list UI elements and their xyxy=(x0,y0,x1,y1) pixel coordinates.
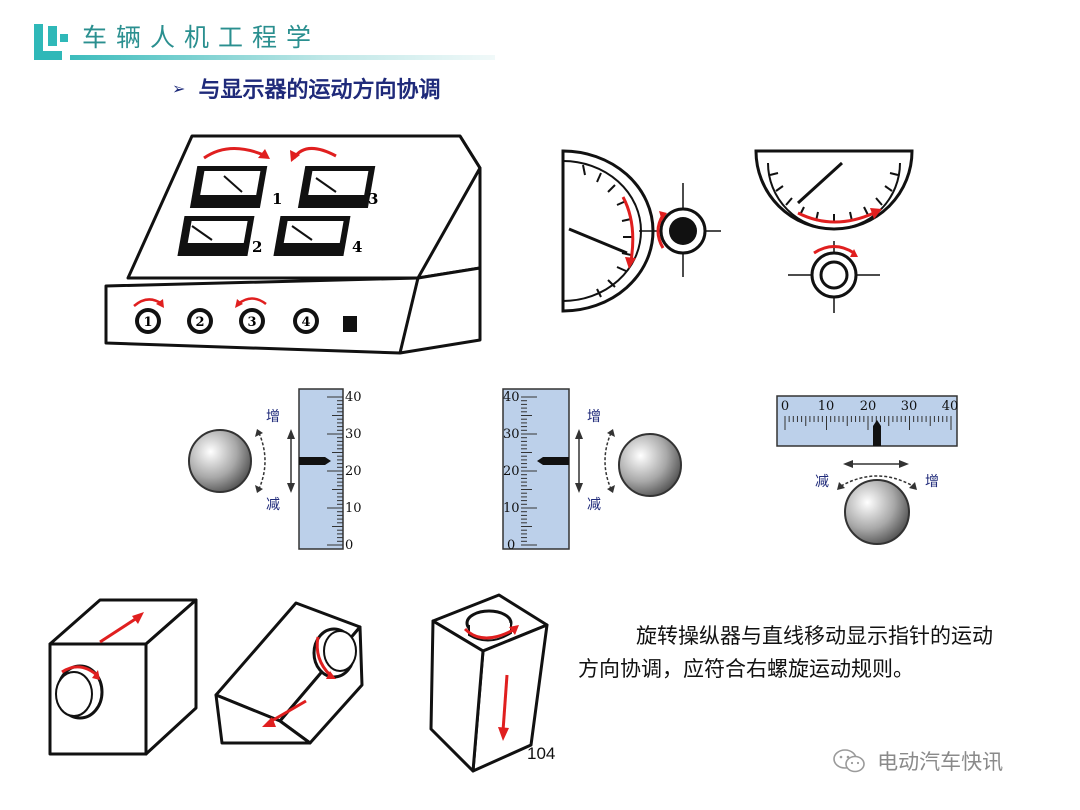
decrease-label: 减 xyxy=(587,497,601,513)
box-side-knob-figure xyxy=(48,598,198,756)
decrease-label: 减 xyxy=(815,474,829,490)
increase-label: 增 xyxy=(266,409,280,425)
scale-pointer xyxy=(537,457,569,465)
knob-number-3: 3 xyxy=(247,315,256,330)
knob-rotation-arrow xyxy=(315,636,332,677)
meter-3-counterclockwise-arrow xyxy=(292,147,337,159)
knob-rotation-arrow xyxy=(61,665,99,678)
horizontal-scale-labels: 0 10 20 30 40 xyxy=(781,399,958,414)
increase-label: 增 xyxy=(925,474,939,490)
vertical-scale-right-knob-figure: 40 30 20 10 0 增 减 xyxy=(502,388,682,553)
semicircle-dial-pointer xyxy=(568,227,628,255)
meter-4 xyxy=(273,216,351,256)
pointer-motion-arrow xyxy=(797,211,875,224)
meter-number-4: 4 xyxy=(352,238,362,256)
knob-number-2: 2 xyxy=(195,315,204,330)
title-divider xyxy=(70,55,495,60)
motion-arrow xyxy=(501,674,509,732)
control-console-figure: 1 3 2 4 1 2 3 4 xyxy=(104,134,482,355)
meter-1 xyxy=(189,166,268,208)
page-number: 104 xyxy=(527,744,556,763)
horizontal-scale-figure: 0 10 20 30 40 减 增 xyxy=(776,395,958,545)
console-switch xyxy=(343,316,357,332)
vertical-scale-minor-ticks xyxy=(327,396,343,546)
horizontal-scale xyxy=(776,395,958,447)
meter-2 xyxy=(177,216,255,256)
bullet-heading: ➢ 与显示器的运动方向协调 xyxy=(172,72,441,104)
meter-number-2: 2 xyxy=(252,238,262,256)
rotation-arc xyxy=(258,432,266,490)
rule-explanation-text: 旋转操纵器与直线移动显示指针的运动方向协调，应符合右螺旋运动规则。 xyxy=(578,624,993,681)
scale-pointer xyxy=(299,457,331,465)
watermark-text: 电动汽车快讯 xyxy=(877,750,1004,774)
scale-label-0: 0 xyxy=(507,538,515,553)
scale-label-10: 10 xyxy=(345,501,362,516)
watermark: 电动汽车快讯 xyxy=(832,746,1003,776)
box-top-knob-figure xyxy=(429,593,549,773)
vertical-scale xyxy=(502,388,570,550)
rotation-arc xyxy=(840,475,914,487)
knob-number-1: 1 xyxy=(143,315,152,330)
course-logo-icon xyxy=(34,24,68,60)
box-end-knob-figure xyxy=(214,601,364,745)
scale-pointer xyxy=(873,420,881,446)
scale-label-20: 20 xyxy=(503,464,520,479)
pointer-motion-arrow xyxy=(621,196,635,262)
half-circle-dial-figure xyxy=(754,149,914,313)
motion-arrow xyxy=(99,614,141,644)
knob-3: 3 xyxy=(239,308,265,334)
meter-1-clockwise-arrow xyxy=(203,146,267,160)
meter-number-3: 3 xyxy=(368,190,378,208)
scale-label-30: 30 xyxy=(503,427,520,442)
bullet-heading-text: 与显示器的运动方向协调 xyxy=(198,78,441,103)
knob-4: 4 xyxy=(293,308,319,334)
rotation-arc xyxy=(604,432,612,490)
meter-3 xyxy=(297,166,376,208)
control-knob xyxy=(188,429,252,493)
scale-label-10: 10 xyxy=(818,399,835,414)
half-dial-knob xyxy=(788,241,880,313)
control-knob xyxy=(844,479,910,545)
knob-rotation-arrow xyxy=(813,245,855,255)
scale-label-0: 0 xyxy=(345,538,353,553)
increase-label: 增 xyxy=(587,409,601,425)
knob-1: 1 xyxy=(135,308,161,334)
horizontal-scale-minor-ticks xyxy=(784,416,952,430)
course-title: 车辆人机工程学 xyxy=(82,23,321,52)
scale-label-10: 10 xyxy=(503,501,520,516)
vertical-scale xyxy=(298,388,344,550)
knob-2: 2 xyxy=(187,308,213,334)
motion-arrow xyxy=(267,699,307,725)
scale-label-20: 20 xyxy=(860,399,877,414)
decrease-label: 减 xyxy=(266,497,280,513)
bullet-arrow-icon: ➢ xyxy=(172,78,186,98)
scale-label-40: 40 xyxy=(942,399,959,414)
vertical-scale-labels: 40 30 20 10 0 xyxy=(345,390,362,553)
scale-label-30: 30 xyxy=(901,399,918,414)
scale-label-0: 0 xyxy=(781,399,789,414)
control-knob xyxy=(618,433,682,497)
vertical-scale-left-knob-figure: 增 减 40 30 20 10 0 xyxy=(188,388,362,553)
meter-number-1: 1 xyxy=(272,190,282,208)
knob-rotation-arrow xyxy=(463,627,516,640)
scale-label-40: 40 xyxy=(345,390,362,405)
vertical-scale-minor-ticks xyxy=(521,396,537,546)
semicircle-dial-figure xyxy=(561,149,721,313)
half-dial-pointer xyxy=(796,161,844,205)
scale-label-30: 30 xyxy=(345,427,362,442)
knob-number-4: 4 xyxy=(301,315,310,330)
vertical-scale-labels: 40 30 20 10 0 xyxy=(503,390,520,553)
scale-label-20: 20 xyxy=(345,464,362,479)
wechat-icon xyxy=(833,749,865,773)
scale-label-40: 40 xyxy=(503,390,520,405)
semicircle-dial-knob xyxy=(639,183,721,277)
